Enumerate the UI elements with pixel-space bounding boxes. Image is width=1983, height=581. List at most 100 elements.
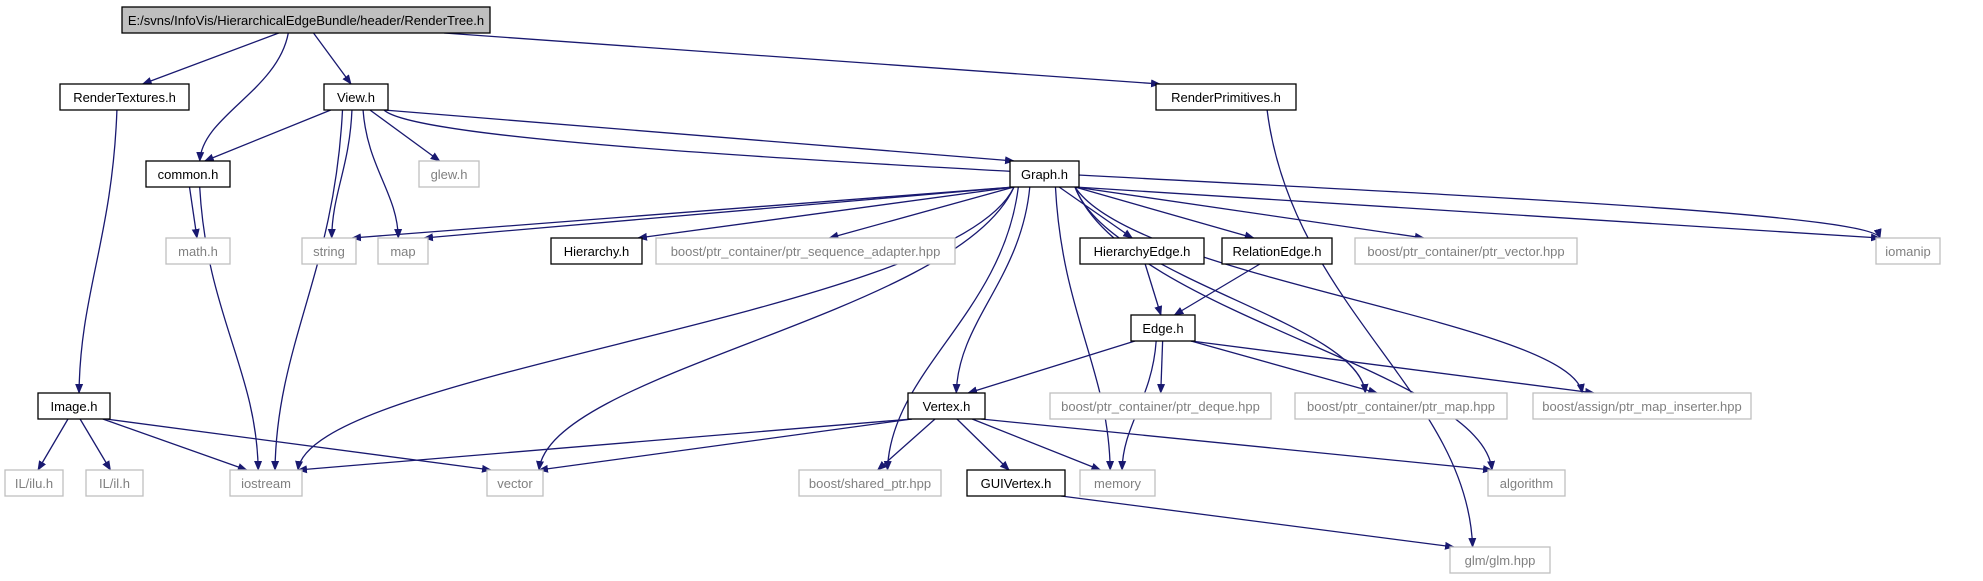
node-ILilu: IL/ilu.h: [4, 469, 64, 497]
edge-Graph-to-RelationEdge: [1074, 186, 1255, 240]
edge-Graph-to-ptr_map_inserter: [1074, 186, 1585, 394]
node-string: string: [301, 237, 357, 265]
node-label: memory: [1094, 476, 1141, 491]
edge-Graph-to-iomanip: [1074, 186, 1881, 242]
node-Edge[interactable]: Edge.h: [1130, 314, 1196, 342]
node-glm: glm/glm.hpp: [1449, 546, 1551, 574]
node-label: iomanip: [1885, 244, 1931, 259]
node-box: [1354, 237, 1578, 265]
node-box: [486, 469, 544, 497]
edge-Graph-to-shared_ptr: [883, 186, 1019, 471]
edge-Image-to-vector: [105, 418, 492, 473]
node-label: boost/assign/ptr_map_inserter.hpp: [1542, 399, 1741, 414]
node-label: string: [313, 244, 345, 259]
edge-Graph-to-string: [351, 186, 1015, 242]
node-box: [907, 392, 986, 420]
node-box: [1875, 237, 1941, 265]
nodes: E:/svns/InfoVis/HierarchicalEdgeBundle/h…: [4, 6, 1941, 574]
node-label: boost/shared_ptr.hpp: [809, 476, 931, 491]
edge-Graph-to-vector: [536, 186, 1015, 471]
node-box: [798, 469, 942, 497]
node-RenderTree[interactable]: E:/svns/InfoVis/HierarchicalEdgeBundle/h…: [121, 6, 491, 34]
edge-Graph-to-Vertex: [952, 186, 1031, 394]
node-iomanip: iomanip: [1875, 237, 1941, 265]
node-label: View.h: [337, 90, 375, 105]
node-label: GUIVertex.h: [981, 476, 1052, 491]
node-label: iostream: [241, 476, 291, 491]
edge-RenderTree-to-View: [312, 32, 352, 85]
node-label: algorithm: [1500, 476, 1553, 491]
edge-Vertex-to-shared_ptr: [876, 418, 936, 471]
node-box: [145, 160, 231, 188]
edge-View-to-iomanip: [383, 109, 1882, 239]
node-box: [1079, 237, 1205, 265]
node-label: boost/ptr_container/ptr_map.hpp: [1307, 399, 1495, 414]
edge-HierarchyEdge-to-Edge: [1144, 263, 1163, 316]
node-label: HierarchyEdge.h: [1094, 244, 1191, 259]
node-box: [1049, 392, 1272, 420]
edge-Graph-to-algorithm: [1074, 186, 1496, 471]
edge-common-to-math: [188, 186, 200, 239]
node-box: [59, 83, 190, 111]
node-label: Edge.h: [1142, 321, 1183, 336]
edge-Vertex-to-algorithm: [980, 418, 1493, 474]
node-box: [1449, 546, 1551, 574]
node-glew: glew.h: [418, 160, 480, 188]
edge-Edge-to-ptr_map_inserter: [1190, 340, 1596, 396]
node-common[interactable]: common.h: [145, 160, 231, 188]
node-box: [121, 6, 491, 34]
node-RenderTextures[interactable]: RenderTextures.h: [59, 83, 190, 111]
node-Image[interactable]: Image.h: [37, 392, 111, 420]
node-label: vector: [497, 476, 533, 491]
node-box: [1221, 237, 1333, 265]
node-label: Graph.h: [1021, 167, 1068, 182]
edge-RelationEdge-to-Edge: [1173, 263, 1261, 316]
edge-RenderTextures-to-Image: [75, 109, 118, 394]
node-ptr_map: boost/ptr_container/ptr_map.hpp: [1294, 392, 1508, 420]
edge-Graph-to-ptr_map: [1074, 186, 1369, 394]
node-View[interactable]: View.h: [323, 83, 389, 111]
node-box: [1130, 314, 1196, 342]
node-label: RenderTextures.h: [73, 90, 176, 105]
edge-View-to-map: [362, 109, 403, 239]
edge-Edge-to-Vertex: [967, 340, 1136, 395]
node-algorithm: algorithm: [1487, 469, 1566, 497]
edge-Vertex-to-memory: [971, 418, 1102, 471]
edge-Vertex-to-iostream: [297, 418, 913, 474]
node-ptr_deque: boost/ptr_container/ptr_deque.hpp: [1049, 392, 1272, 420]
node-Hierarchy[interactable]: Hierarchy.h: [550, 237, 643, 265]
node-ptr_sequence_adapter: boost/ptr_container/ptr_sequence_adapter…: [655, 237, 956, 265]
node-box: [37, 392, 111, 420]
node-Vertex[interactable]: Vertex.h: [907, 392, 986, 420]
edge-View-to-string: [327, 109, 353, 239]
node-label: IL/ilu.h: [15, 476, 53, 491]
edge-Graph-to-ptr_sequence_adapter: [828, 186, 1015, 240]
edge-Vertex-to-vector: [538, 418, 913, 473]
node-box: [323, 83, 389, 111]
node-box: [1155, 83, 1297, 111]
node-box: [85, 469, 144, 497]
node-box: [966, 469, 1066, 497]
edge-common-to-iostream: [199, 186, 263, 471]
node-label: map: [390, 244, 415, 259]
node-RelationEdge[interactable]: RelationEdge.h: [1221, 237, 1333, 265]
edge-RenderTree-to-common: [196, 32, 289, 162]
node-box: [1009, 160, 1080, 188]
edge-Edge-to-ptr_deque: [1157, 340, 1166, 394]
node-GUIVertex[interactable]: GUIVertex.h: [966, 469, 1066, 497]
node-ptr_map_inserter: boost/assign/ptr_map_inserter.hpp: [1532, 392, 1752, 420]
node-RenderPrimitives[interactable]: RenderPrimitives.h: [1155, 83, 1297, 111]
node-HierarchyEdge[interactable]: HierarchyEdge.h: [1079, 237, 1205, 265]
edge-Image-to-ILilu: [37, 418, 69, 471]
node-label: boost/ptr_container/ptr_sequence_adapter…: [671, 244, 941, 259]
node-ILil: IL/il.h: [85, 469, 144, 497]
node-ptr_vector: boost/ptr_container/ptr_vector.hpp: [1354, 237, 1578, 265]
edge-GUIVertex-to-glm: [1060, 495, 1455, 550]
node-label: glew.h: [431, 167, 468, 182]
node-label: Hierarchy.h: [564, 244, 630, 259]
node-Graph[interactable]: Graph.h: [1009, 160, 1080, 188]
node-label: Vertex.h: [923, 399, 971, 414]
edge-Graph-to-HierarchyEdge: [1058, 186, 1134, 239]
node-label: math.h: [178, 244, 218, 259]
node-memory: memory: [1079, 469, 1156, 497]
